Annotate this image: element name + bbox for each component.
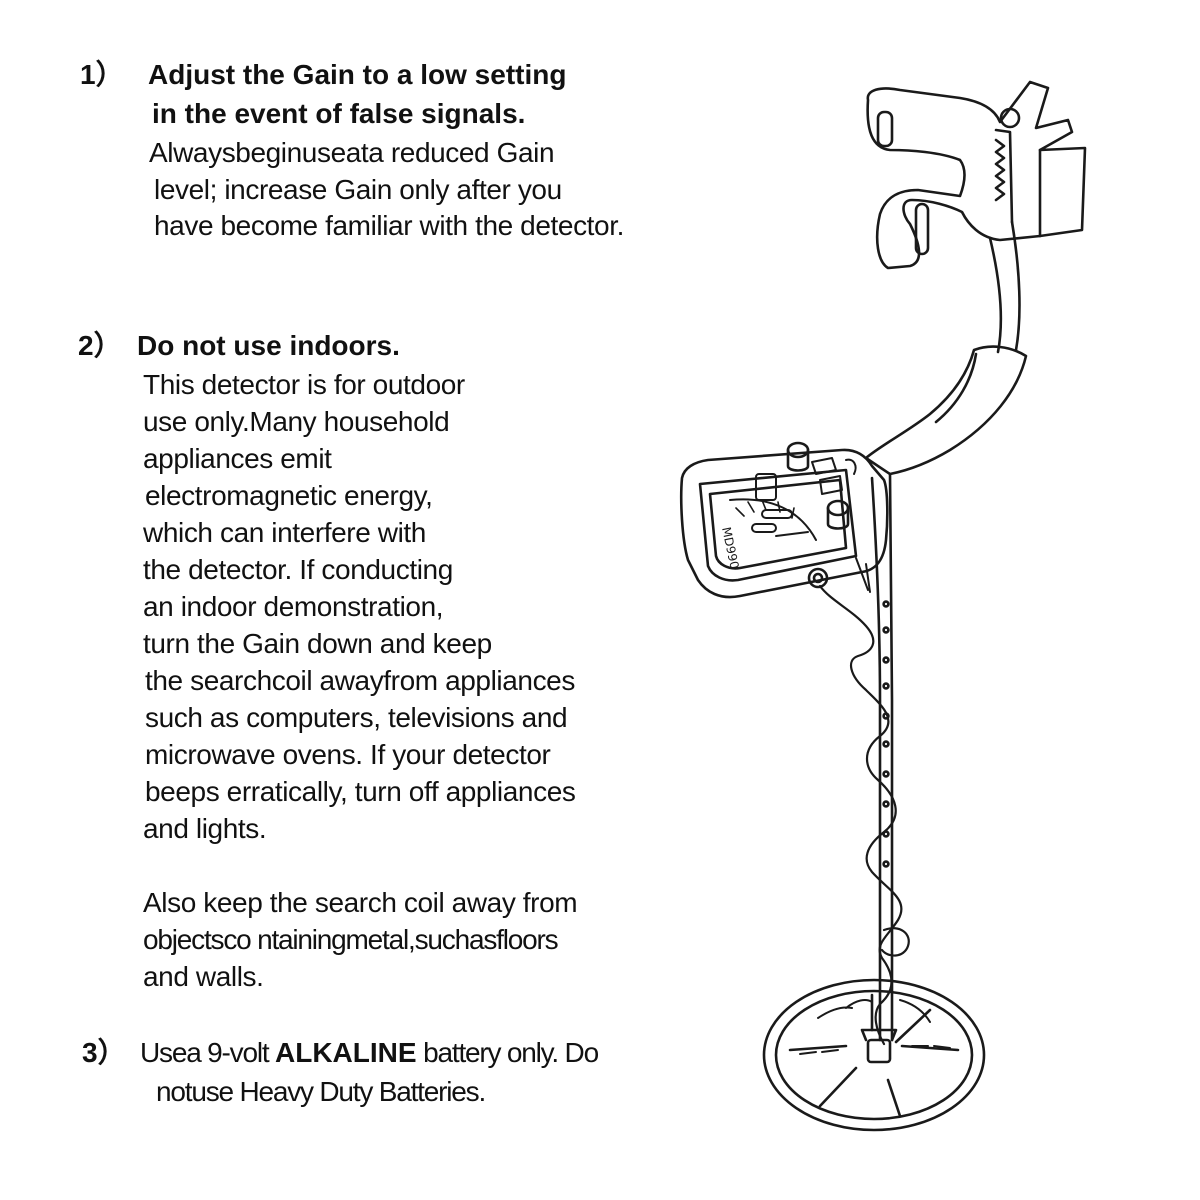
upper-shaft — [990, 222, 1019, 352]
metal-detector-illustration: MD990 — [660, 60, 1200, 1170]
item-2-number: 2） — [78, 330, 122, 361]
item-2-body-line-1: This detector is for outdoor — [143, 369, 465, 400]
item-3-alkaline: ALKALINE — [275, 1037, 417, 1068]
item-1-body-line-3: have become familiar with the detector. — [154, 210, 624, 241]
item-1-body-line-1: Alwaysbeginuseata reduced Gain — [149, 137, 555, 168]
item-1-heading-line-1: Adjust the Gain to a low setting — [148, 59, 567, 90]
item-2-body-line-13: and lights. — [143, 813, 267, 844]
handle-grip — [866, 347, 1026, 474]
item-1-number: 1） — [80, 59, 124, 90]
item-2-note-line-2: objectsco ntainingmetal,suchasfloors — [143, 924, 559, 955]
item-2-body-line-2: use only.Many household — [143, 406, 450, 437]
item-2-body-line-3: appliances emit — [143, 443, 332, 474]
search-coil — [764, 980, 984, 1130]
arm-cuff-icon — [868, 82, 1085, 268]
item-2-note-line-1: Also keep the search coil away from — [143, 887, 578, 918]
item-2-body-line-8: turn the Gain down and keep — [143, 628, 492, 659]
item-2-body-line-5: which can interfere with — [143, 517, 426, 548]
item-3-line-1-pre: Usea 9-volt — [140, 1037, 275, 1068]
lower-shaft — [872, 474, 892, 1040]
item-2-heading: Do not use indoors. — [137, 330, 400, 361]
item-1-heading-line-2: in the event of false signals. — [152, 98, 526, 129]
item-3-number: 3） — [82, 1037, 126, 1068]
item-2-body-line-10: such as computers, televisions and — [145, 702, 568, 733]
coil-cable — [820, 586, 901, 1044]
item-2-body-line-12: beeps erratically, turn off appliances — [145, 776, 576, 807]
item-2-body-line-6: the detector. If conducting — [143, 554, 453, 585]
item-2-body-line-7: an indoor demonstration, — [143, 591, 444, 622]
item-2-body-line-11: microwave ovens. If your detector — [145, 739, 551, 770]
item-3-line-1-post: battery only. Do — [416, 1037, 599, 1068]
control-box: MD990 — [681, 443, 887, 597]
item-3-line-1: Usea 9-volt ALKALINE battery only. Do — [140, 1036, 599, 1070]
item-2-note-line-3: and walls. — [143, 961, 264, 992]
item-1-body-line-2: level; increase Gain only after you — [154, 174, 562, 205]
item-3-line-2: notuse Heavy Duty Batteries. — [156, 1076, 486, 1107]
item-2-body-line-9: the searchcoil awayfrom appliances — [145, 665, 575, 696]
item-2-body-line-4: electromagnetic energy, — [145, 480, 433, 511]
